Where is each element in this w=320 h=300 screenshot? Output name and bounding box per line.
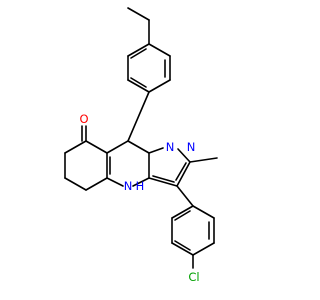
molecule-canvas: O N N N H Cl bbox=[64, 7, 218, 284]
ethylphenyl-ring bbox=[127, 43, 171, 93]
ethyl-group bbox=[127, 7, 150, 45]
nitrogen-label-1: N bbox=[166, 140, 175, 154]
nitrogen-label-2: N bbox=[187, 140, 196, 154]
nh-hydrogen-label: H bbox=[136, 179, 145, 193]
chlorine-label: Cl bbox=[188, 270, 199, 284]
cyclohexanone-ring bbox=[64, 125, 108, 191]
pyrimidine-ring bbox=[106, 140, 150, 187]
methyl-bond bbox=[189, 157, 218, 163]
nh-nitrogen-label: N bbox=[124, 179, 133, 193]
molecule-structure: O N N N H Cl bbox=[64, 7, 218, 284]
oxygen-label: O bbox=[79, 112, 88, 126]
phenyl-link-bond bbox=[127, 91, 150, 142]
chlorophenyl-ring bbox=[171, 185, 215, 269]
pyrazole-ring bbox=[148, 147, 191, 187]
